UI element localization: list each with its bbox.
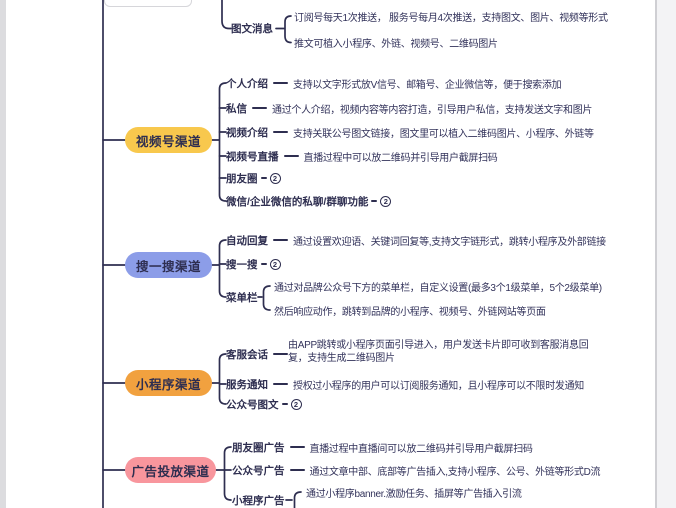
topic-desc[interactable]: 支持关联公号图文链接，图文里可以植入二维码图片、小程序、外链等	[293, 128, 594, 140]
channel-node-shipinhao[interactable]: 视频号渠道	[125, 127, 212, 153]
topic-label[interactable]: 朋友圈广告	[232, 441, 285, 454]
topic-row: 搜一搜 2	[226, 257, 281, 271]
topic-desc[interactable]: 授权过小程序的用户可以订阅服务通知，且小程序可以不限时发通知	[293, 380, 584, 392]
topic-row: 私信 通过个人介绍，视频内容等内容打造，引导用户私信，支持发送文字和图片	[226, 101, 593, 116]
connector-dash	[283, 155, 299, 157]
topic-row: 朋友圈 2	[226, 171, 281, 185]
page-left-margin	[0, 0, 6, 508]
topic-row: 视频号直播 直播过程中可以放二维码并引导用户截屏扫码	[226, 149, 498, 164]
topic-row: 然后响应动作，跳转到品牌的小程序、视频号、外链网站等页面	[274, 303, 546, 318]
topic-desc[interactable]: 然后响应动作，跳转到品牌的小程序、视频号、外链网站等页面	[274, 306, 546, 318]
topic-desc[interactable]: 推文可植入小程序、外链、视频号、二维码图片	[294, 38, 498, 50]
topic-row: 通过小程序banner.激励任务、插屏等广告插入引流	[306, 485, 522, 500]
channel-node-guanggao[interactable]: 广告投放渠道	[125, 457, 216, 483]
topic-label[interactable]: 公众号广告	[232, 464, 285, 477]
topic-row: 订阅号每天1次推送， 服务号每月4次推送，支持图文、图片、视频等形式	[294, 9, 608, 24]
topic-row: 服务通知 授权过小程序的用户可以订阅服务通知，且小程序可以不限时发通知	[226, 377, 584, 392]
page-right-margin	[657, 0, 676, 508]
connector-dash	[252, 107, 267, 109]
topic-label[interactable]: 视频号直播	[226, 150, 279, 163]
topic-row: 个人介绍 支持以文字形式放V信号、邮箱号、企业微信等，便于搜索添加	[226, 76, 562, 91]
topic-label[interactable]: 私信	[226, 102, 247, 115]
topic-row: 通过对品牌公众号下方的菜单栏，自定义设置(最多3个1级菜单，5个2级菜单)	[274, 279, 602, 294]
connector-dash	[289, 446, 305, 448]
topic-row: 微信/企业微信的私聊/群聊功能 2	[226, 194, 392, 208]
channel-node-souyisou[interactable]: 搜一搜渠道	[125, 252, 212, 278]
topic-desc[interactable]: 直播过程中直播间可以放二维码并引导用户截屏扫码	[309, 443, 533, 455]
connector-dash	[281, 403, 288, 405]
topic-desc[interactable]: 直播过程中可以放二维码并引导用户截屏扫码	[303, 152, 498, 164]
topic-row: 公众号广告 通过文章中部、底部等广告插入,支持小程序、公号、外链等形式D流	[232, 463, 601, 478]
topic-label[interactable]: 个人介绍	[226, 77, 268, 90]
connector-dash	[273, 131, 288, 133]
link-count-badge[interactable]: 2	[269, 172, 281, 184]
connector-dash	[260, 263, 267, 265]
topic-desc[interactable]: 通过设置欢迎语、关键词回复等,支持文字链形式，跳转小程序及外部链接	[293, 236, 606, 248]
topic-label[interactable]: 微信/企业微信的私聊/群聊功能	[226, 195, 369, 208]
topic-label[interactable]: 自动回复	[226, 234, 268, 247]
topic-row: 视频介绍 支持关联公号图文链接，图文里可以植入二维码图片、小程序、外链等	[226, 125, 594, 140]
topic-label[interactable]: 公众号图文	[226, 398, 279, 411]
topic-row: 菜单栏	[226, 290, 258, 304]
topic-label[interactable]: 搜一搜	[226, 258, 258, 271]
topic-desc[interactable]: 通过对品牌公众号下方的菜单栏，自定义设置(最多3个1级菜单，5个2级菜单)	[274, 282, 602, 294]
topic-row: 公众号图文 2	[226, 397, 302, 411]
topic-row: 推文可植入小程序、外链、视频号、二维码图片	[294, 35, 498, 50]
topic-desc[interactable]: 通过文章中部、底部等广告插入,支持小程序、公号、外链等形式D流	[309, 466, 601, 478]
topic-desc[interactable]: 由APP跳转或小程序页面引导进入，用户发送卡片即可收到客服消息回复，支持生成二维…	[288, 340, 589, 364]
link-count-badge[interactable]: 2	[380, 195, 392, 207]
topic-row: 朋友圈广告 直播过程中直播间可以放二维码并引导用户截屏扫码	[232, 440, 533, 455]
page-right-border	[655, 0, 657, 508]
topic-label[interactable]: 服务通知	[226, 378, 268, 391]
connector-dash	[273, 82, 288, 84]
topic-label[interactable]: 客服会话	[226, 348, 268, 361]
connector-dash	[273, 239, 288, 241]
connector-dash	[371, 200, 378, 202]
topic-label[interactable]: 菜单栏	[226, 291, 258, 304]
link-count-badge[interactable]: 2	[290, 398, 302, 410]
topic-row: 小程序广告	[232, 493, 285, 507]
connector-dash	[273, 353, 288, 355]
connector-dash	[289, 469, 305, 471]
connector-dash	[260, 177, 267, 179]
topic-desc[interactable]: 订阅号每天1次推送， 服务号每月4次推送，支持图文、图片、视频等形式	[294, 12, 608, 24]
topic-row: 客服会话	[226, 347, 293, 361]
topic-label-tuwen-xiaoxi[interactable]: 图文消息	[231, 23, 273, 35]
topic-label[interactable]: 朋友圈	[226, 172, 258, 185]
topic-label[interactable]: 小程序广告	[232, 494, 285, 507]
topic-desc[interactable]: 通过个人介绍，视频内容等内容打造，引导用户私信，支持发送文字和图片	[272, 104, 593, 116]
topic-label[interactable]: 视频介绍	[226, 126, 268, 139]
channel-node-xiaochengxu[interactable]: 小程序渠道	[125, 370, 212, 396]
topic-row: 自动回复 通过设置欢迎语、关键词回复等,支持文字链形式，跳转小程序及外部链接	[226, 233, 606, 248]
topic-desc[interactable]: 通过小程序banner.激励任务、插屏等广告插入引流	[306, 488, 522, 500]
cropped-parent-node[interactable]	[104, 0, 192, 7]
connector-dash	[273, 383, 288, 385]
link-count-badge[interactable]: 2	[269, 258, 281, 270]
topic-desc[interactable]: 支持以文字形式放V信号、邮箱号、企业微信等，便于搜索添加	[293, 79, 562, 91]
